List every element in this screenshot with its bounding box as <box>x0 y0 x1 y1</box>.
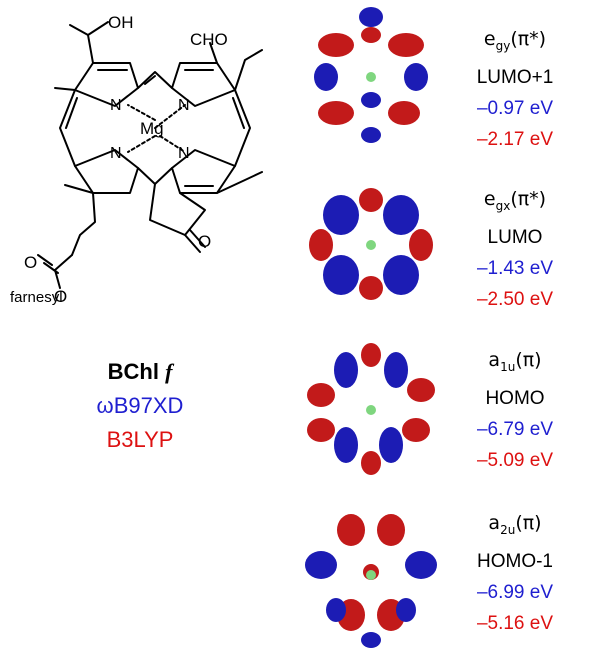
ester-o-label-1: O <box>24 253 37 272</box>
orbital-panel-lumo-plus-1: egy(π*) LUMO+1 –0.97 eV –2.17 eV <box>440 24 590 155</box>
energy-method-1: –1.43 eV <box>476 257 554 279</box>
energy-method-2: –2.50 eV <box>476 288 554 310</box>
orbital-panel-homo: a1u(π) HOMO –6.79 eV –5.09 eV <box>440 345 590 476</box>
orbital-symmetry: a2u(π) <box>488 512 542 537</box>
n-label-a: N <box>110 97 122 114</box>
n-label-b: N <box>178 97 190 114</box>
orbital-lumo-image <box>309 188 433 300</box>
energy-method-2: –2.17 eV <box>476 128 554 150</box>
method-2-label: B3LYP <box>106 427 174 452</box>
oh-label: OH <box>108 13 134 32</box>
ester-o-label-2: O <box>54 287 67 306</box>
orbital-symmetry: egy(π*) <box>483 28 547 53</box>
farnesyl-label: farnesyl <box>10 289 63 306</box>
orbital-homo-image <box>307 343 435 475</box>
bchl-f-structure: OH CHO Mg N N N N O O O farnesyl <box>10 13 263 306</box>
energy-method-1: –6.99 eV <box>476 581 554 603</box>
method-legend: BChl f ωB97XD B3LYP <box>40 355 240 457</box>
orbital-symmetry: egx(π*) <box>483 188 547 213</box>
orbital-level: HOMO <box>485 387 545 409</box>
orbital-panel-lumo: egx(π*) LUMO –1.43 eV –2.50 eV <box>440 184 590 315</box>
compound-name: BChl f <box>107 359 173 384</box>
energy-method-1: –0.97 eV <box>476 97 554 119</box>
energy-method-1: –6.79 eV <box>476 418 554 440</box>
n-label-c: N <box>110 145 122 162</box>
orbital-lumo-plus-1-image <box>314 7 428 143</box>
orbital-homo-minus-1-image <box>305 514 437 648</box>
orbital-symmetry: a1u(π) <box>488 349 542 374</box>
orbital-level: HOMO-1 <box>477 550 553 572</box>
orbital-level: LUMO+1 <box>476 66 554 88</box>
energy-method-2: –5.16 eV <box>476 612 554 634</box>
mg-label: Mg <box>140 119 164 138</box>
orbital-level: LUMO <box>487 226 543 248</box>
energy-method-2: –5.09 eV <box>476 449 554 471</box>
orbital-panel-homo-minus-1: a2u(π) HOMO-1 –6.99 eV –5.16 eV <box>440 508 590 639</box>
n-label-d: N <box>178 145 190 162</box>
cho-label: CHO <box>190 30 228 49</box>
method-1-label: ωB97XD <box>96 393 184 418</box>
ketone-o-label: O <box>198 232 211 251</box>
